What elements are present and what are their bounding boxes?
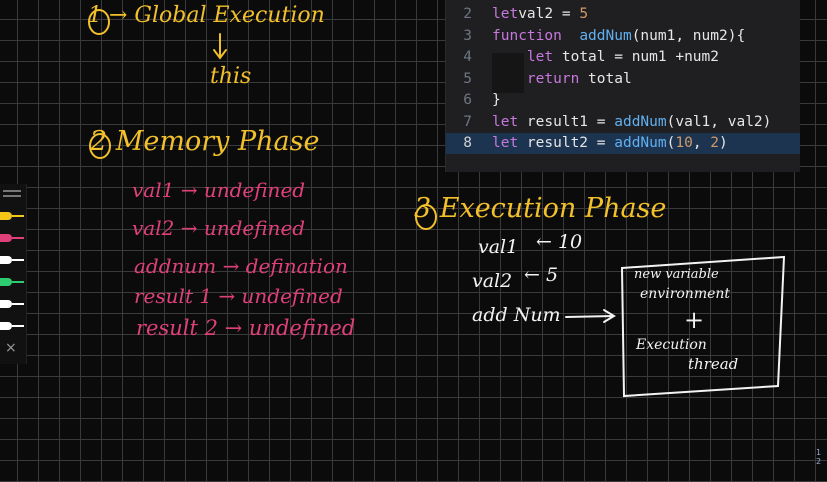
code-line[interactable]: 6} xyxy=(446,90,800,111)
box-line2: environment xyxy=(640,286,731,302)
code-line[interactable]: 5 return total xyxy=(446,69,800,90)
pen-icon xyxy=(0,300,24,308)
box-line4: thread xyxy=(688,355,739,373)
drag-handle-icon[interactable] xyxy=(3,190,21,197)
indent-guide xyxy=(492,53,524,93)
drawing-toolbar: × xyxy=(0,184,27,364)
code-line[interactable]: 3 function addNum(num1, num2){ xyxy=(446,26,800,47)
this-label: this xyxy=(210,64,252,89)
pen-color-button[interactable] xyxy=(0,250,26,268)
pen-color-button[interactable] xyxy=(0,294,26,312)
memory-item: val1 → undefined xyxy=(132,178,306,202)
step1-heading: 1 → Global Execution xyxy=(88,3,325,28)
circle-three xyxy=(415,204,437,230)
memory-item: result 2 → undefined xyxy=(136,316,356,340)
exec-val1-value: ← 10 xyxy=(536,231,583,253)
box-line3: Execution xyxy=(636,337,707,353)
code-text: } xyxy=(492,92,501,108)
addnum-arrow xyxy=(565,309,616,323)
box-plus: + xyxy=(684,306,705,334)
pen-icon xyxy=(0,322,24,330)
memory-item: addnum → defination xyxy=(134,254,348,278)
exec-val1: val1 xyxy=(478,236,519,258)
pen-icon xyxy=(0,278,24,286)
exec-context-box xyxy=(620,255,786,398)
line-number: 7 xyxy=(463,113,472,130)
close-icon[interactable]: × xyxy=(5,340,17,356)
pen-icon xyxy=(0,234,24,242)
exec-val2-value: ← 5 xyxy=(524,264,559,286)
pen-color-button[interactable] xyxy=(0,206,26,224)
pen-color-button[interactable] xyxy=(0,272,26,290)
corner-indicator: 1 2 xyxy=(816,448,821,466)
code-line[interactable]: 4 let total = num1 +num2 xyxy=(446,47,800,68)
code-text: let result2 = addNum(10, 2) xyxy=(492,135,728,151)
line-number: 2 xyxy=(463,6,472,22)
step3-heading: 3 Execution Phase xyxy=(414,193,667,224)
exec-addnum: add Num xyxy=(472,304,561,326)
corner-num: 1 xyxy=(816,448,822,457)
circle-two xyxy=(89,133,111,159)
pen-icon xyxy=(0,212,24,220)
pen-icon xyxy=(0,256,24,264)
line-number: 4 xyxy=(463,49,472,65)
down-arrow xyxy=(213,33,227,60)
line-number: 3 xyxy=(463,27,472,44)
line-number: 8 xyxy=(463,135,472,151)
code-text: function addNum(num1, num2){ xyxy=(492,27,746,44)
line-number: 6 xyxy=(463,92,472,108)
code-text: return total xyxy=(526,70,632,87)
code-text: let total = num1 +num2 xyxy=(526,49,719,65)
corner-num: 2 xyxy=(816,457,822,466)
circle-one xyxy=(88,9,110,35)
box-line1: new variable xyxy=(634,267,719,282)
code-line[interactable]: 8 let result2 = addNum(10, 2) xyxy=(446,133,800,154)
code-editor[interactable]: 2 letval2 = 5 3 function addNum(num1, num2)… xyxy=(445,0,800,172)
code-text: let result1 = addNum(val1, val2) xyxy=(492,113,772,130)
code-text: letval2 = 5 xyxy=(492,6,589,22)
memory-item: val2 → undefined xyxy=(132,216,306,240)
exec-val2: val2 xyxy=(472,270,513,292)
code-line[interactable]: 2 letval2 = 5 xyxy=(446,4,800,25)
line-number: 5 xyxy=(463,70,472,87)
code-line[interactable]: 7 let result1 = addNum(val1, val2) xyxy=(446,112,800,133)
pen-color-button[interactable] xyxy=(0,228,26,246)
memory-item: result 1 → undefined xyxy=(134,284,343,308)
step2-heading: 2 Memory Phase xyxy=(90,126,320,157)
pen-color-button[interactable] xyxy=(0,316,26,334)
